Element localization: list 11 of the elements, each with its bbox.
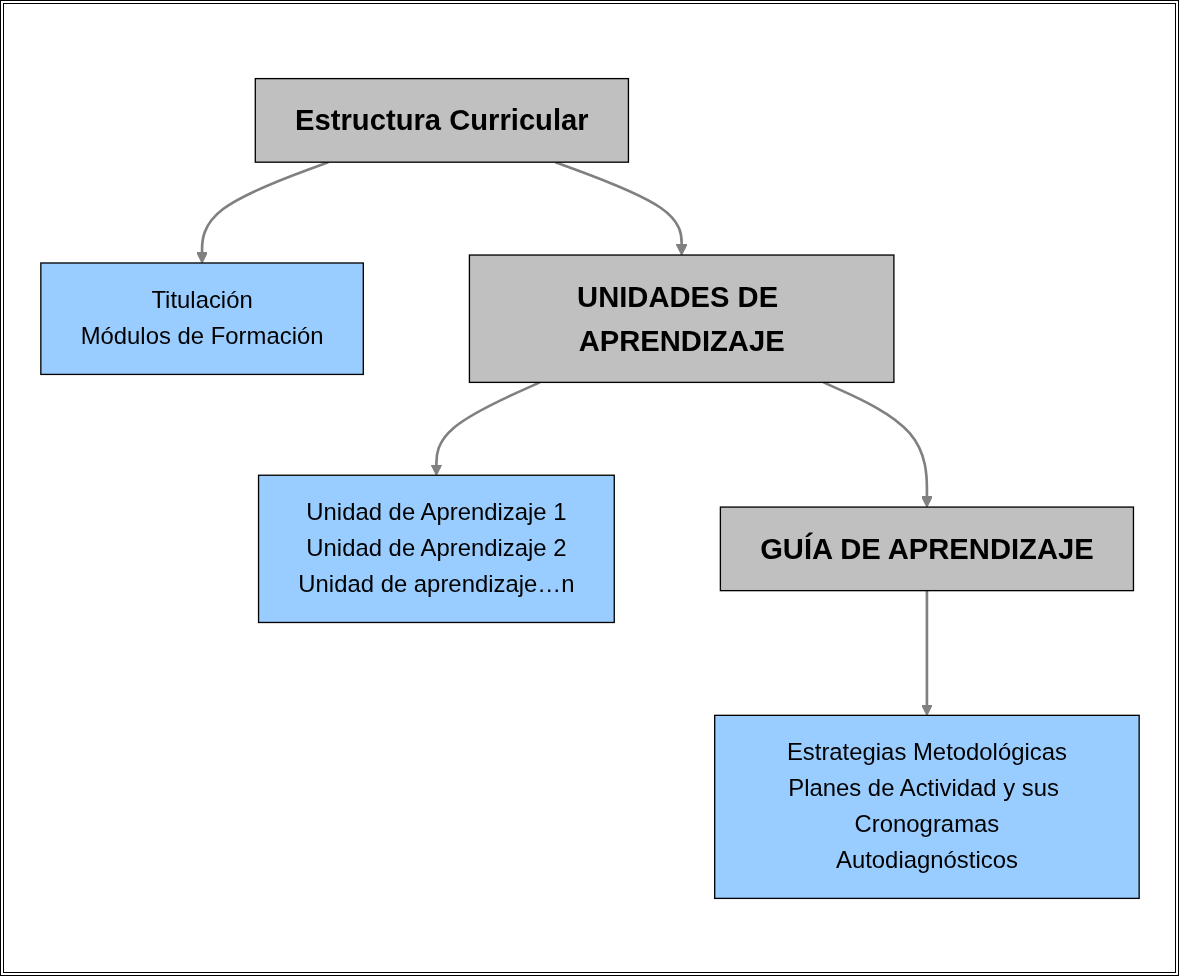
node-box: Estrategias Metodológicas Planes de Actividad y sus Cronogramas Autodiagnósticos [713,714,1140,899]
arrow [195,160,329,264]
node-box: GUÍA DE APRENDIZAJE [719,505,1134,591]
arrow [430,380,540,476]
arrow [920,590,933,716]
node-box: UNIDADES DE APRENDIZAJE [468,253,895,383]
node-box: Unidad de Aprendizaje 1 Unidad de Aprendizaje 2 Unidad de aprendizaje…n [257,474,615,623]
node-box: Estructura Curricular [254,77,629,163]
arrow [554,160,687,256]
arrow [822,380,933,508]
node-box: Titulación Módulos de Formación [39,261,364,375]
